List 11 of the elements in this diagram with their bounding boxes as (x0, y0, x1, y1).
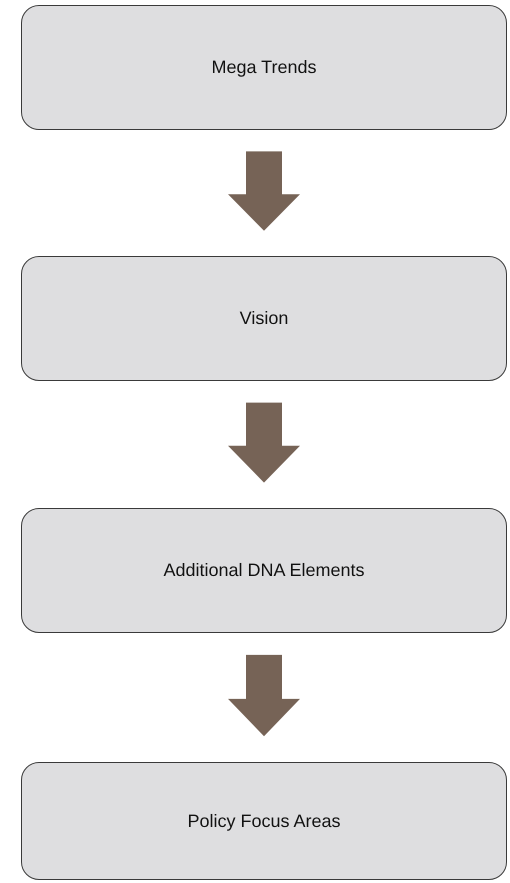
process-box (21, 508, 507, 633)
process-box (21, 762, 507, 880)
block-arrow (228, 654, 300, 736)
box-label: Mega Trends (211, 57, 317, 78)
box-label: Additional DNA Elements (163, 560, 365, 581)
process-box (21, 256, 507, 381)
process-box (21, 5, 507, 130)
box-label: Vision (240, 308, 288, 329)
block-arrow (228, 402, 300, 483)
box-label: Policy Focus Areas (187, 810, 341, 832)
block-arrow (228, 151, 300, 231)
